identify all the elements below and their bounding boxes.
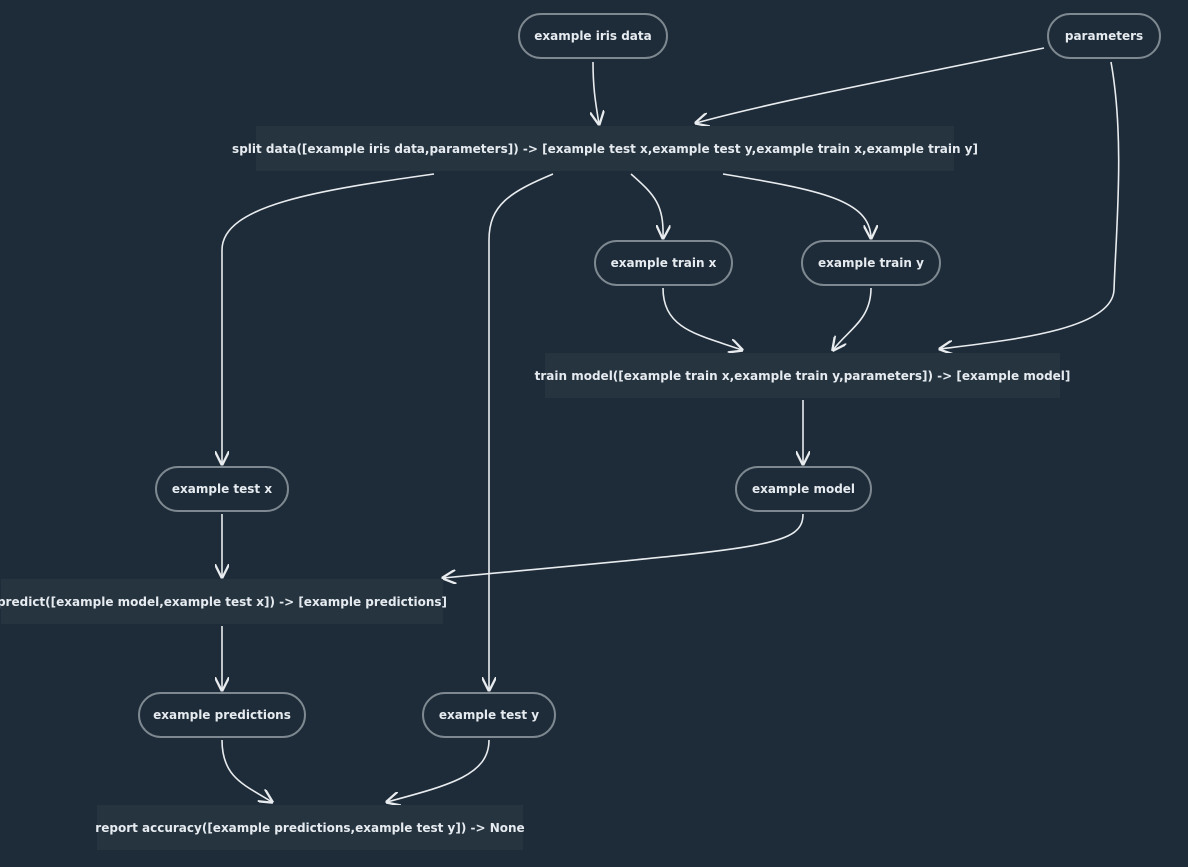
edge-split-to-trainx [630,173,663,238]
node-label: train model([example train x,example tra… [534,368,1071,383]
node-parameters[interactable]: parameters [1047,13,1161,59]
node-report-accuracy[interactable]: report accuracy([example predictions,exa… [95,805,525,850]
node-label: example train x [610,256,717,270]
edge-params-to-train [940,61,1120,349]
node-label: example test x [171,482,273,496]
edge-split-to-trainy [722,173,871,238]
node-example-iris-data[interactable]: example iris data [518,13,668,59]
node-label: predict([example model,example test x]) … [0,594,448,609]
node-predict[interactable]: predict([example model,example test x]) … [0,579,447,624]
edge-trainy-to-train [833,287,872,350]
node-label: example test y [438,708,540,722]
node-label: example model [751,482,856,496]
edge-trainx-to-train [662,287,742,350]
edge-model-to-predict [443,513,804,578]
edge-preds-to-report [221,739,272,802]
node-label: example iris data [534,29,652,43]
node-label: split data([example iris data,parameters… [232,141,978,156]
node-example-predictions[interactable]: example predictions [138,692,306,738]
edge-testy-to-report [387,739,490,802]
edge-params-to-split [696,47,1045,123]
edge-iris-to-split [593,61,599,124]
edge-split-to-testx [222,173,435,464]
node-split-data[interactable]: split data([example iris data,parameters… [232,126,978,171]
node-label: report accuracy([example predictions,exa… [95,820,525,835]
node-label: example train y [818,256,924,270]
edge-split-to-testy [489,173,554,690]
node-label: example predictions [153,708,291,722]
node-example-train-y[interactable]: example train y [801,240,941,286]
node-example-test-x[interactable]: example test x [155,466,289,512]
node-example-train-x[interactable]: example train x [594,240,733,286]
node-label: parameters [1064,29,1144,43]
node-example-test-y[interactable]: example test y [422,692,556,738]
node-example-model[interactable]: example model [735,466,872,512]
node-train-model[interactable]: train model([example train x,example tra… [535,353,1070,398]
